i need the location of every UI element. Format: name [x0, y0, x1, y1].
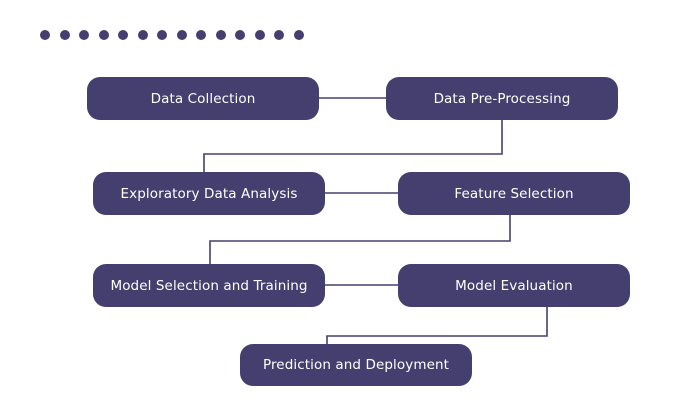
dot-icon — [137, 30, 148, 40]
step-data-collection[interactable]: Data Collection — [87, 77, 319, 120]
step-exploratory-data-analysis[interactable]: Exploratory Data Analysis — [93, 172, 325, 215]
connector-2-3 — [203, 120, 503, 172]
dot-icon — [254, 30, 265, 40]
dot-icon — [79, 30, 89, 40]
dot-icon — [59, 30, 70, 40]
dot-icon — [118, 30, 128, 40]
dot-icon — [176, 30, 187, 40]
dot-icon — [196, 30, 206, 40]
step-feature-selection[interactable]: Feature Selection — [398, 172, 630, 215]
step-prediction-and-deployment[interactable]: Prediction and Deployment — [240, 344, 472, 386]
step-data-pre-processing[interactable]: Data Pre-Processing — [386, 77, 618, 120]
dot-icon — [293, 30, 304, 40]
dot-icon — [215, 30, 226, 40]
decorative-dots — [40, 30, 330, 42]
dot-icon — [157, 30, 167, 40]
dot-icon — [274, 30, 284, 40]
connector-6-7 — [326, 307, 548, 344]
connector-4-5 — [209, 215, 511, 264]
step-model-evaluation[interactable]: Model Evaluation — [398, 264, 630, 307]
step-model-selection-and-training[interactable]: Model Selection and Training — [93, 264, 325, 307]
dot-icon — [98, 30, 109, 40]
dot-icon — [40, 30, 50, 40]
dot-icon — [235, 30, 245, 40]
